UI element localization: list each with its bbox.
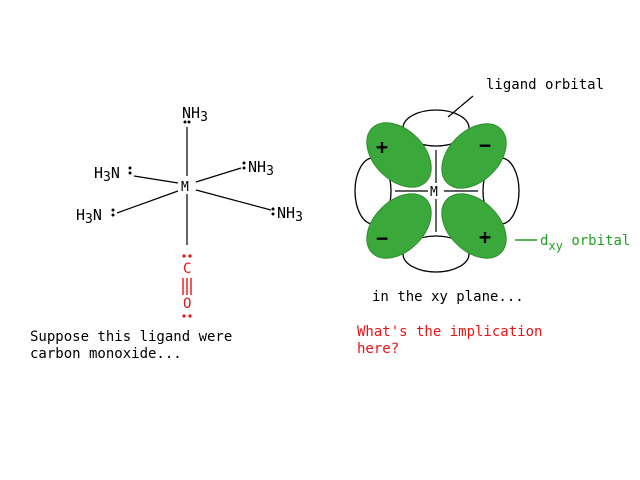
ligand-orbital-label: ligand orbital [486,77,604,93]
lone-pair-dot [242,166,246,170]
dxy-lobe-bottom-right [441,193,507,259]
question-line2: here? [357,341,400,357]
question-line1: What's the implication [357,324,543,340]
lone-pair-dot [183,120,187,124]
octahedral-complex: M NH3 H3N NH3 H3N NH3 C O [76,104,303,318]
lone-pair-dot [187,120,191,124]
dxy-lobe-top-left [366,122,432,188]
dxy-lobe-top-right [441,123,507,189]
bond-lower-right [195,189,272,211]
lone-pair-dot [111,213,115,217]
lone-pair-dot [271,207,275,211]
carbonyl-oxygen-label: O [183,296,191,312]
ligand-lower-right-nh3: NH3 [277,204,303,225]
bond-upper-right [195,167,242,183]
lone-pair-dot [128,171,132,175]
phase-sign-bottom-left: − [376,226,388,250]
left-caption: Suppose this ligand were carbon monoxide… [30,329,232,363]
bond-lower-left [116,190,179,214]
lone-pair-dot [128,166,132,170]
dxy-lobe-bottom-left [366,193,432,259]
xy-plane-text: in the xy plane... [372,289,524,305]
left-caption-line2: carbon monoxide... [30,346,182,362]
lone-pair-dot-oxygen [188,314,192,318]
ligand-upper-right-nh3: NH3 [248,158,274,179]
ligand-top-nh3: NH3 [182,104,208,125]
lone-pair-dot-oxygen [182,314,186,318]
orbital-diagram: M + − − + ligand orbital dxy orbital [354,77,630,273]
phase-sign-top-right: − [479,133,491,157]
phase-sign-top-left: + [376,135,388,159]
dxy-orbital-label: dxy orbital [540,233,630,253]
xy-plane-caption: in the xy plane... [372,289,524,306]
orbital-metal-label: M [430,185,438,200]
metal-label-backing [428,183,444,199]
lone-pair-dot [111,208,115,212]
left-caption-line1: Suppose this ligand were [30,329,233,345]
lone-pair-dot [271,212,275,216]
carbonyl-carbon-label: C [183,261,191,277]
phase-sign-bottom-right: + [479,225,491,249]
ligand-lower-left-h3n: H3N [76,206,102,227]
lone-pair-dot-carbon [182,254,186,258]
carbonyl-ligand: C O [182,254,192,318]
metal-center-label: M [181,180,189,195]
ligand-upper-left-h3n: H3N [94,164,120,185]
ligand-orbital-leader [447,95,474,118]
bond-upper-left [133,175,179,184]
lone-pair-dot [242,161,246,165]
lone-pair-dot-carbon [188,254,192,258]
question-caption: What's the implication here? [357,324,542,358]
